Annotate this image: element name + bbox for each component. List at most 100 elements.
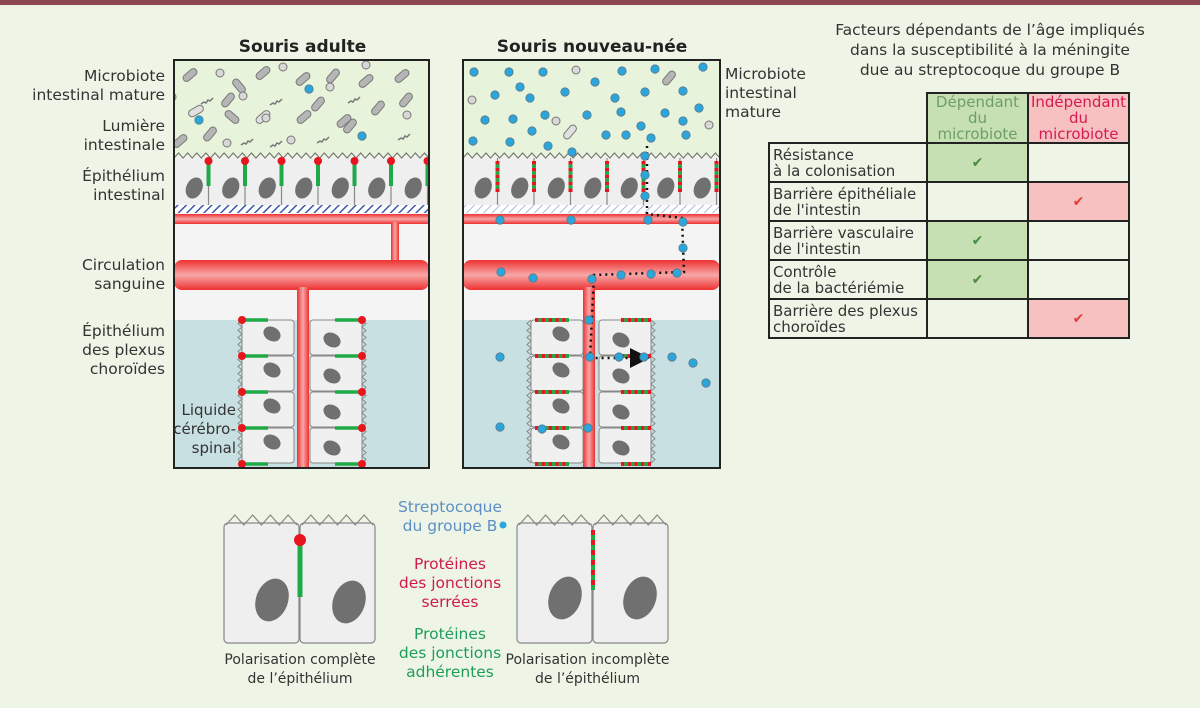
tight-junction bbox=[241, 157, 249, 165]
nucleus bbox=[323, 368, 341, 384]
tight-junction bbox=[358, 460, 366, 468]
label-microbiote-newborn: Microbiote intestinal mature bbox=[725, 65, 820, 122]
coccus-bacterium bbox=[286, 135, 296, 145]
label-line: choroïdes bbox=[89, 360, 165, 378]
rod-bacterium bbox=[336, 114, 352, 128]
plexus-vessel bbox=[583, 287, 595, 468]
legend-line: Polarisation incomplète bbox=[505, 652, 670, 668]
label-microbiote: Microbiote intestinal mature bbox=[20, 67, 165, 105]
coccus-bacterium bbox=[261, 113, 271, 123]
plexus-microvilli bbox=[237, 391, 243, 428]
streptococcus-dot bbox=[543, 141, 553, 151]
label-liquide: Liquide cérébro- spinal bbox=[150, 401, 236, 458]
plexus-microvilli bbox=[237, 427, 243, 464]
row-label-line: choroïdes bbox=[773, 317, 846, 336]
rod-bacterium bbox=[203, 126, 217, 142]
streptococcus-dot bbox=[621, 130, 631, 140]
streptococcus-dot bbox=[678, 243, 688, 253]
streptococcus-dot bbox=[640, 87, 650, 97]
streptococcus-dot bbox=[537, 424, 547, 434]
label-line: intestinal bbox=[93, 186, 165, 204]
header-independent: Indépendant du microbiote bbox=[1027, 92, 1130, 144]
nucleus bbox=[332, 580, 366, 624]
cell-dependent: ✔ bbox=[926, 220, 1029, 261]
legend-line: Streptocoque bbox=[397, 498, 503, 516]
legend-line: Polarisation complète bbox=[224, 652, 376, 668]
coccus-bacterium bbox=[551, 116, 561, 126]
streptococcus-dot bbox=[304, 84, 314, 94]
streptococcus-dot bbox=[515, 82, 525, 92]
panel-newborn bbox=[463, 60, 720, 468]
panel-newborn-frame bbox=[462, 59, 721, 469]
label-epithelium-intestinal: Épithélium intestinal bbox=[20, 167, 165, 205]
nucleus bbox=[368, 177, 386, 199]
tight-junction bbox=[358, 424, 366, 432]
intestinal-lumen bbox=[174, 60, 429, 155]
panel-title-adult: Souris adulte bbox=[238, 37, 367, 57]
coccus-bacterium bbox=[215, 68, 225, 78]
nucleus bbox=[258, 177, 276, 199]
streptococcus-dot bbox=[480, 115, 490, 125]
legend-cell bbox=[592, 522, 669, 644]
streptococcus-dot bbox=[667, 352, 677, 362]
capillary bbox=[463, 214, 720, 224]
label-line: intestinal bbox=[725, 84, 797, 102]
nucleus bbox=[548, 576, 582, 620]
streptococcus-dot bbox=[496, 267, 506, 277]
tight-junction bbox=[238, 388, 246, 396]
plexus-microvilli bbox=[237, 319, 243, 356]
cell-dependent bbox=[926, 181, 1029, 222]
header-line: Indépendant bbox=[1030, 93, 1127, 111]
row-label-line: Barrière épithéliale bbox=[773, 184, 917, 203]
legend-microvilli bbox=[301, 514, 374, 526]
label-line: intestinal mature bbox=[32, 86, 165, 104]
nucleus bbox=[612, 332, 630, 348]
nucleus bbox=[474, 177, 492, 199]
nucleus bbox=[623, 576, 657, 620]
legend-cells bbox=[223, 514, 669, 644]
nucleus bbox=[552, 398, 570, 414]
spiral-bacterium bbox=[200, 97, 214, 105]
rod-bacterium bbox=[221, 92, 235, 108]
cell-independent bbox=[1027, 142, 1130, 183]
cell-dependent: ✔ bbox=[926, 259, 1029, 300]
streptococcus-dot bbox=[527, 126, 537, 136]
nucleus bbox=[222, 177, 240, 199]
legend-line: du groupe B bbox=[402, 517, 498, 535]
tight-junction bbox=[387, 157, 395, 165]
check-icon: ✔ bbox=[971, 155, 984, 171]
nucleus bbox=[323, 440, 341, 456]
top-bar bbox=[0, 0, 1200, 5]
basement-membrane bbox=[174, 205, 429, 213]
title-line: dans la susceptibilité à la méningite bbox=[850, 41, 1130, 59]
streptococcus-dot bbox=[698, 62, 708, 72]
label-line: mature bbox=[725, 103, 782, 121]
nucleus bbox=[263, 398, 281, 414]
header-empty bbox=[769, 93, 927, 143]
streptococcus-dot bbox=[525, 93, 535, 103]
legend-microvilli bbox=[594, 514, 667, 526]
cell-independent: ✔ bbox=[1027, 181, 1130, 222]
nucleus bbox=[547, 177, 565, 199]
row-label-line: Barrière des plexus bbox=[773, 301, 918, 320]
streptococcus-dot bbox=[678, 86, 688, 96]
label-line: spinal bbox=[191, 439, 236, 457]
plexus-microvilli bbox=[361, 319, 367, 356]
rod-bacterium bbox=[296, 110, 312, 124]
rod-bacterium bbox=[394, 69, 410, 83]
title-line: due au streptocoque du groupe B bbox=[859, 61, 1121, 79]
nucleus bbox=[657, 177, 675, 199]
check-icon: ✔ bbox=[971, 272, 984, 288]
nucleus bbox=[323, 404, 341, 420]
rod-bacterium bbox=[563, 124, 577, 140]
label-line: Épithélium bbox=[82, 322, 165, 340]
label-line: sanguine bbox=[94, 275, 165, 293]
legend-line: serrées bbox=[421, 593, 479, 611]
